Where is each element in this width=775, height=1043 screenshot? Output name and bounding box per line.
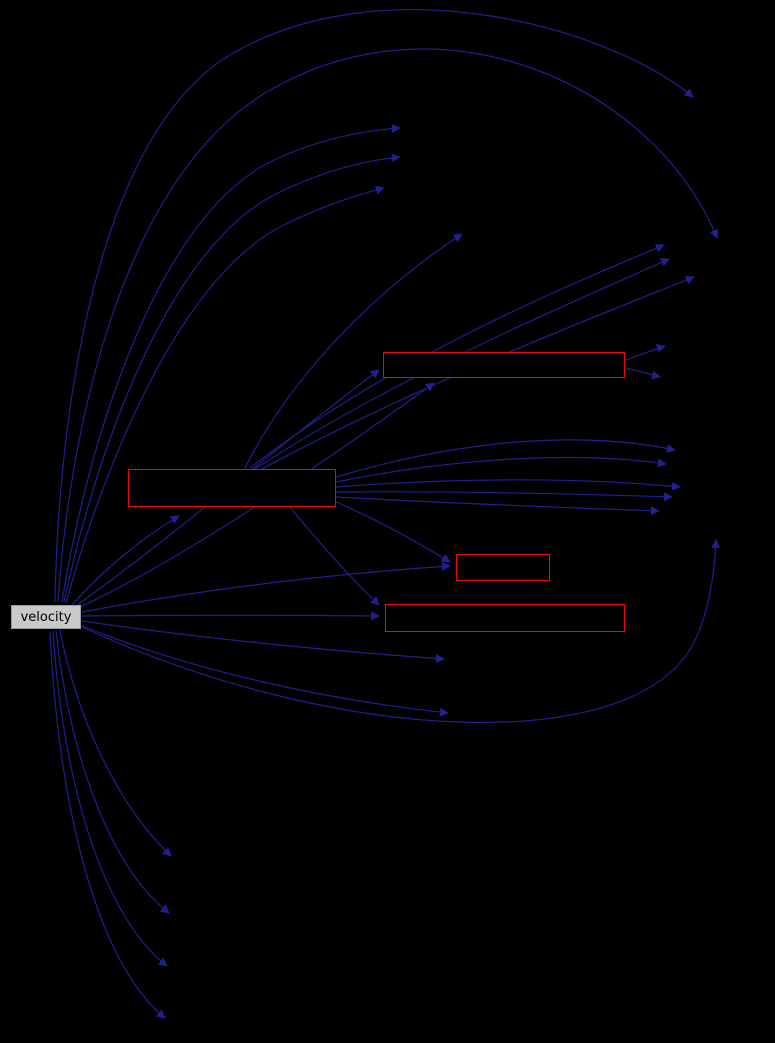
edge bbox=[254, 258, 670, 470]
edge bbox=[244, 233, 463, 469]
edge bbox=[335, 456, 667, 483]
node-red-4[interactable] bbox=[385, 604, 625, 632]
node-red-1[interactable] bbox=[383, 352, 625, 378]
edge bbox=[81, 562, 451, 613]
edge bbox=[49, 631, 166, 1019]
edge bbox=[71, 515, 180, 606]
edge bbox=[59, 629, 172, 857]
edge bbox=[81, 611, 380, 621]
edge bbox=[625, 367, 661, 380]
edge bbox=[57, 48, 719, 603]
edge bbox=[289, 506, 380, 606]
edge bbox=[65, 185, 385, 604]
edge bbox=[54, 9, 694, 603]
node-velocity-label: velocity bbox=[20, 609, 72, 625]
edge bbox=[335, 439, 676, 478]
edge bbox=[249, 243, 665, 469]
node-velocity[interactable]: velocity bbox=[11, 605, 81, 629]
node-red-3[interactable] bbox=[456, 554, 550, 581]
edge bbox=[625, 344, 666, 361]
edge bbox=[81, 539, 721, 723]
edge bbox=[81, 620, 445, 663]
edge bbox=[335, 501, 451, 563]
edge bbox=[79, 624, 449, 717]
edge bbox=[52, 630, 168, 967]
edge bbox=[335, 491, 673, 502]
edge bbox=[335, 496, 660, 516]
edge bbox=[61, 124, 401, 603]
edge bbox=[335, 479, 681, 491]
edge bbox=[55, 630, 170, 914]
edge bbox=[63, 153, 401, 603]
node-red-2[interactable] bbox=[128, 469, 336, 507]
